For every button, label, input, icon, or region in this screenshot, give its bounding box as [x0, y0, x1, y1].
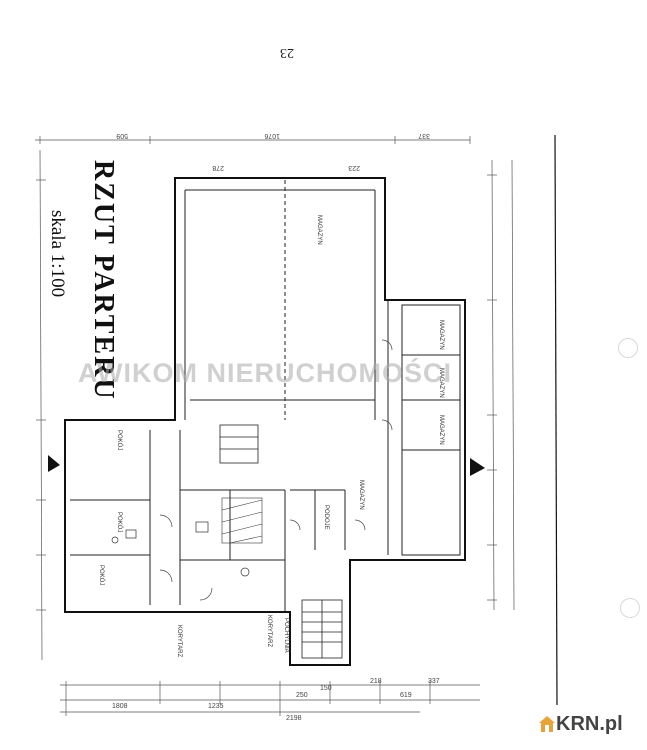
svg-text:509: 509 [116, 132, 128, 139]
page-edge-line [554, 134, 558, 706]
top-dimension-labels: 509 1076 337 223 278 [116, 132, 430, 171]
svg-text:1808: 1808 [112, 703, 128, 710]
svg-text:337: 337 [428, 678, 440, 685]
room-label: POKÓJ [116, 512, 123, 532]
svg-text:223: 223 [348, 164, 360, 171]
warehouse-walls [184, 180, 376, 420]
office-walls [70, 430, 346, 612]
room-label: MAGAZYN [438, 415, 444, 445]
svg-text:619: 619 [400, 692, 412, 699]
punch-hole [618, 338, 638, 358]
svg-text:337: 337 [418, 132, 430, 139]
svg-text:1076: 1076 [264, 132, 280, 139]
fixtures [111, 521, 250, 577]
bottom-dimension-line [60, 681, 480, 716]
room-label: POKÓJ [98, 565, 105, 585]
door-swings [159, 339, 393, 601]
svg-text:1235: 1235 [208, 703, 224, 710]
storage-room-walls [387, 300, 461, 556]
watermark: AWIKOM NIERUCHOMOŚCI [78, 358, 452, 388]
svg-text:218: 218 [370, 678, 382, 685]
room-labels: MAGAZYN MAGAZYN MAGAZYN MAGAZYN POKÓJ PO… [98, 215, 444, 657]
hatched-area [221, 497, 263, 544]
page-number: 23 [280, 45, 294, 60]
room-label: MAGAZYN [438, 320, 444, 350]
svg-text:2198: 2198 [286, 715, 302, 722]
scale-label: skala 1:100 [47, 210, 68, 297]
room-label: PODOJE [323, 505, 329, 530]
direction-arrows [48, 455, 485, 476]
staircase [219, 424, 343, 659]
plan-title: RZUT PARTERU [88, 160, 119, 401]
svg-text:278: 278 [212, 164, 224, 171]
room-label: KORYTARZ [266, 615, 272, 647]
krn-logo[interactable]: KRN.pl [538, 711, 623, 737]
right-dimension-line [487, 159, 515, 611]
room-label: MAGAZYN [438, 368, 444, 398]
top-dimension-line [35, 136, 471, 144]
room-label: MAGAZYN [316, 215, 322, 245]
punch-hole [620, 598, 640, 618]
left-dimension-line [36, 149, 46, 661]
room-label: KORYTARZ [176, 625, 182, 657]
svg-text:250: 250 [296, 692, 308, 699]
room-label: POKÓJ [116, 430, 123, 450]
bottom-dimension-labels: 1808 1235 2198 250 150 619 337 218 [112, 678, 440, 722]
room-label: POCHYLNIA [283, 618, 289, 653]
house-icon [539, 716, 555, 732]
svg-text:150: 150 [320, 685, 332, 692]
room-label: MAGAZYN [358, 480, 364, 510]
logo-text: KRN.pl [556, 712, 623, 735]
exterior-walls [64, 177, 466, 666]
